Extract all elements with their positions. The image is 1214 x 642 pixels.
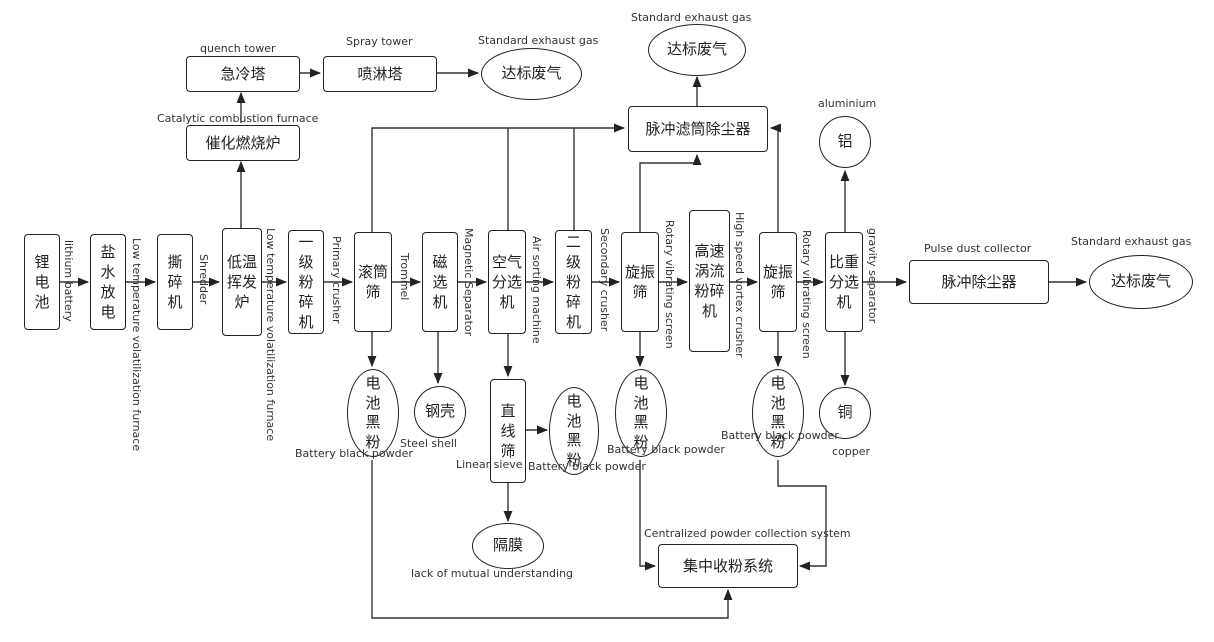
label-air-separator: Air sorting machine xyxy=(530,236,543,344)
label-shredder: Shredder xyxy=(197,254,210,305)
brine-discharge-node: 盐水放电 xyxy=(90,234,126,330)
label-copper: copper xyxy=(832,445,871,458)
label-rotary-screen-2: Rotary vibrating screen xyxy=(800,230,813,359)
lithium-battery-node: 锂电池 xyxy=(24,234,60,330)
label-secondary-crusher: Secondary crusher xyxy=(598,228,611,332)
vortex-crusher-node: 高速涡流粉碎机 xyxy=(689,210,730,352)
label-black-powder-1: Battery black powder xyxy=(295,447,413,460)
low-temp-furnace-node: 低温挥发炉 xyxy=(222,228,262,336)
arrow-powder3-to-collection xyxy=(639,460,657,571)
label-collection-system: Centralized powder collection system xyxy=(644,527,851,540)
linear-sieve-node: 直线筛 xyxy=(490,379,526,483)
label-lithium-battery: lithium battery xyxy=(62,240,75,322)
pulse-filter-node: 脉冲滤筒除尘器 xyxy=(628,106,768,152)
black-powder-1-node: 电池黑粉 xyxy=(347,369,399,457)
gravity-separator-node: 比重分选机 xyxy=(825,232,863,332)
label-spray-tower: Spray tower xyxy=(346,35,413,48)
exhaust-right-node: 达标废气 xyxy=(1089,255,1193,309)
spray-tower-node: 喷淋塔 xyxy=(323,56,437,92)
label-separator-film: lack of mutual understanding xyxy=(411,567,574,580)
label-linear-sieve: Linear sieve xyxy=(456,458,523,471)
pulse-dust-collector-node: 脉冲除尘器 xyxy=(909,260,1049,304)
air-separator-node: 空气分选机 xyxy=(488,230,526,334)
label-exhaust-left: Standard exhaust gas xyxy=(478,34,599,47)
primary-crusher-node: 一级粉碎机 xyxy=(288,230,324,334)
label-primary-crusher: Primary crusher xyxy=(330,236,343,324)
label-steel-shell: Steel shell xyxy=(400,437,457,450)
catalytic-furnace-node: 催化燃烧炉 xyxy=(186,125,300,161)
shredder-node: 撕碎机 xyxy=(157,234,193,330)
black-powder-4-node: 电池黑粉 xyxy=(752,369,804,457)
aluminium-node: 铝 xyxy=(819,116,871,168)
label-black-powder-2: Battery black powder xyxy=(528,460,646,473)
copper-node: 铜 xyxy=(819,387,871,439)
label-quench-tower: quench tower xyxy=(200,42,276,55)
exhaust-top-node: 达标废气 xyxy=(648,24,746,76)
label-exhaust-top: Standard exhaust gas xyxy=(631,11,752,24)
steel-shell-node: 钢壳 xyxy=(414,386,466,438)
collection-system-node: 集中收粉系统 xyxy=(658,544,798,588)
label-exhaust-right: Standard exhaust gas xyxy=(1071,235,1192,248)
label-pulse-dust-collector: Pulse dust collector xyxy=(924,242,1032,255)
secondary-crusher-node: 二级粉碎机 xyxy=(555,230,592,334)
label-vortex-crusher: High speed vortex crusher xyxy=(733,212,746,358)
label-aluminium: aluminium xyxy=(818,97,877,110)
arrow-screen1-to-filter xyxy=(639,153,702,232)
exhaust-left-node: 达标废气 xyxy=(481,48,582,100)
arrow-powder4-to-collection xyxy=(777,460,827,571)
label-magnetic-separator: Magnetic Separator xyxy=(462,228,475,337)
label-rotary-screen-1: Rotary vibrating screen xyxy=(663,220,676,349)
trommel-node: 滚筒筛 xyxy=(354,232,392,332)
magnetic-separator-node: 磁选机 xyxy=(422,232,458,332)
rotary-screen-2-node: 旋振筛 xyxy=(759,232,797,332)
black-powder-3-node: 电池黑粉 xyxy=(615,369,667,457)
rotary-screen-1-node: 旋振筛 xyxy=(621,232,659,332)
quench-tower-node: 急冷塔 xyxy=(186,56,300,92)
label-brine-discharge: Low temperature volatilization furnace xyxy=(130,238,143,452)
label-trommel: Trommel xyxy=(398,253,411,301)
arrow-screen2-to-filter xyxy=(769,123,782,232)
label-black-powder-3: Battery black powder xyxy=(607,443,725,456)
label-gravity-separator: gravity separator xyxy=(866,228,879,324)
black-powder-2-node: 电池黑粉 xyxy=(549,387,599,475)
arrow-powder1-to-collection xyxy=(371,460,733,619)
label-low-temp-furnace: Low temperature volatilization furnace xyxy=(264,228,277,442)
label-catalytic-furnace: Catalytic combustion furnace xyxy=(157,112,319,125)
label-black-powder-4: Battery black powder xyxy=(721,429,839,442)
separator-film-node: 隔膜 xyxy=(472,523,544,569)
line-trommel-to-filter xyxy=(371,123,626,232)
